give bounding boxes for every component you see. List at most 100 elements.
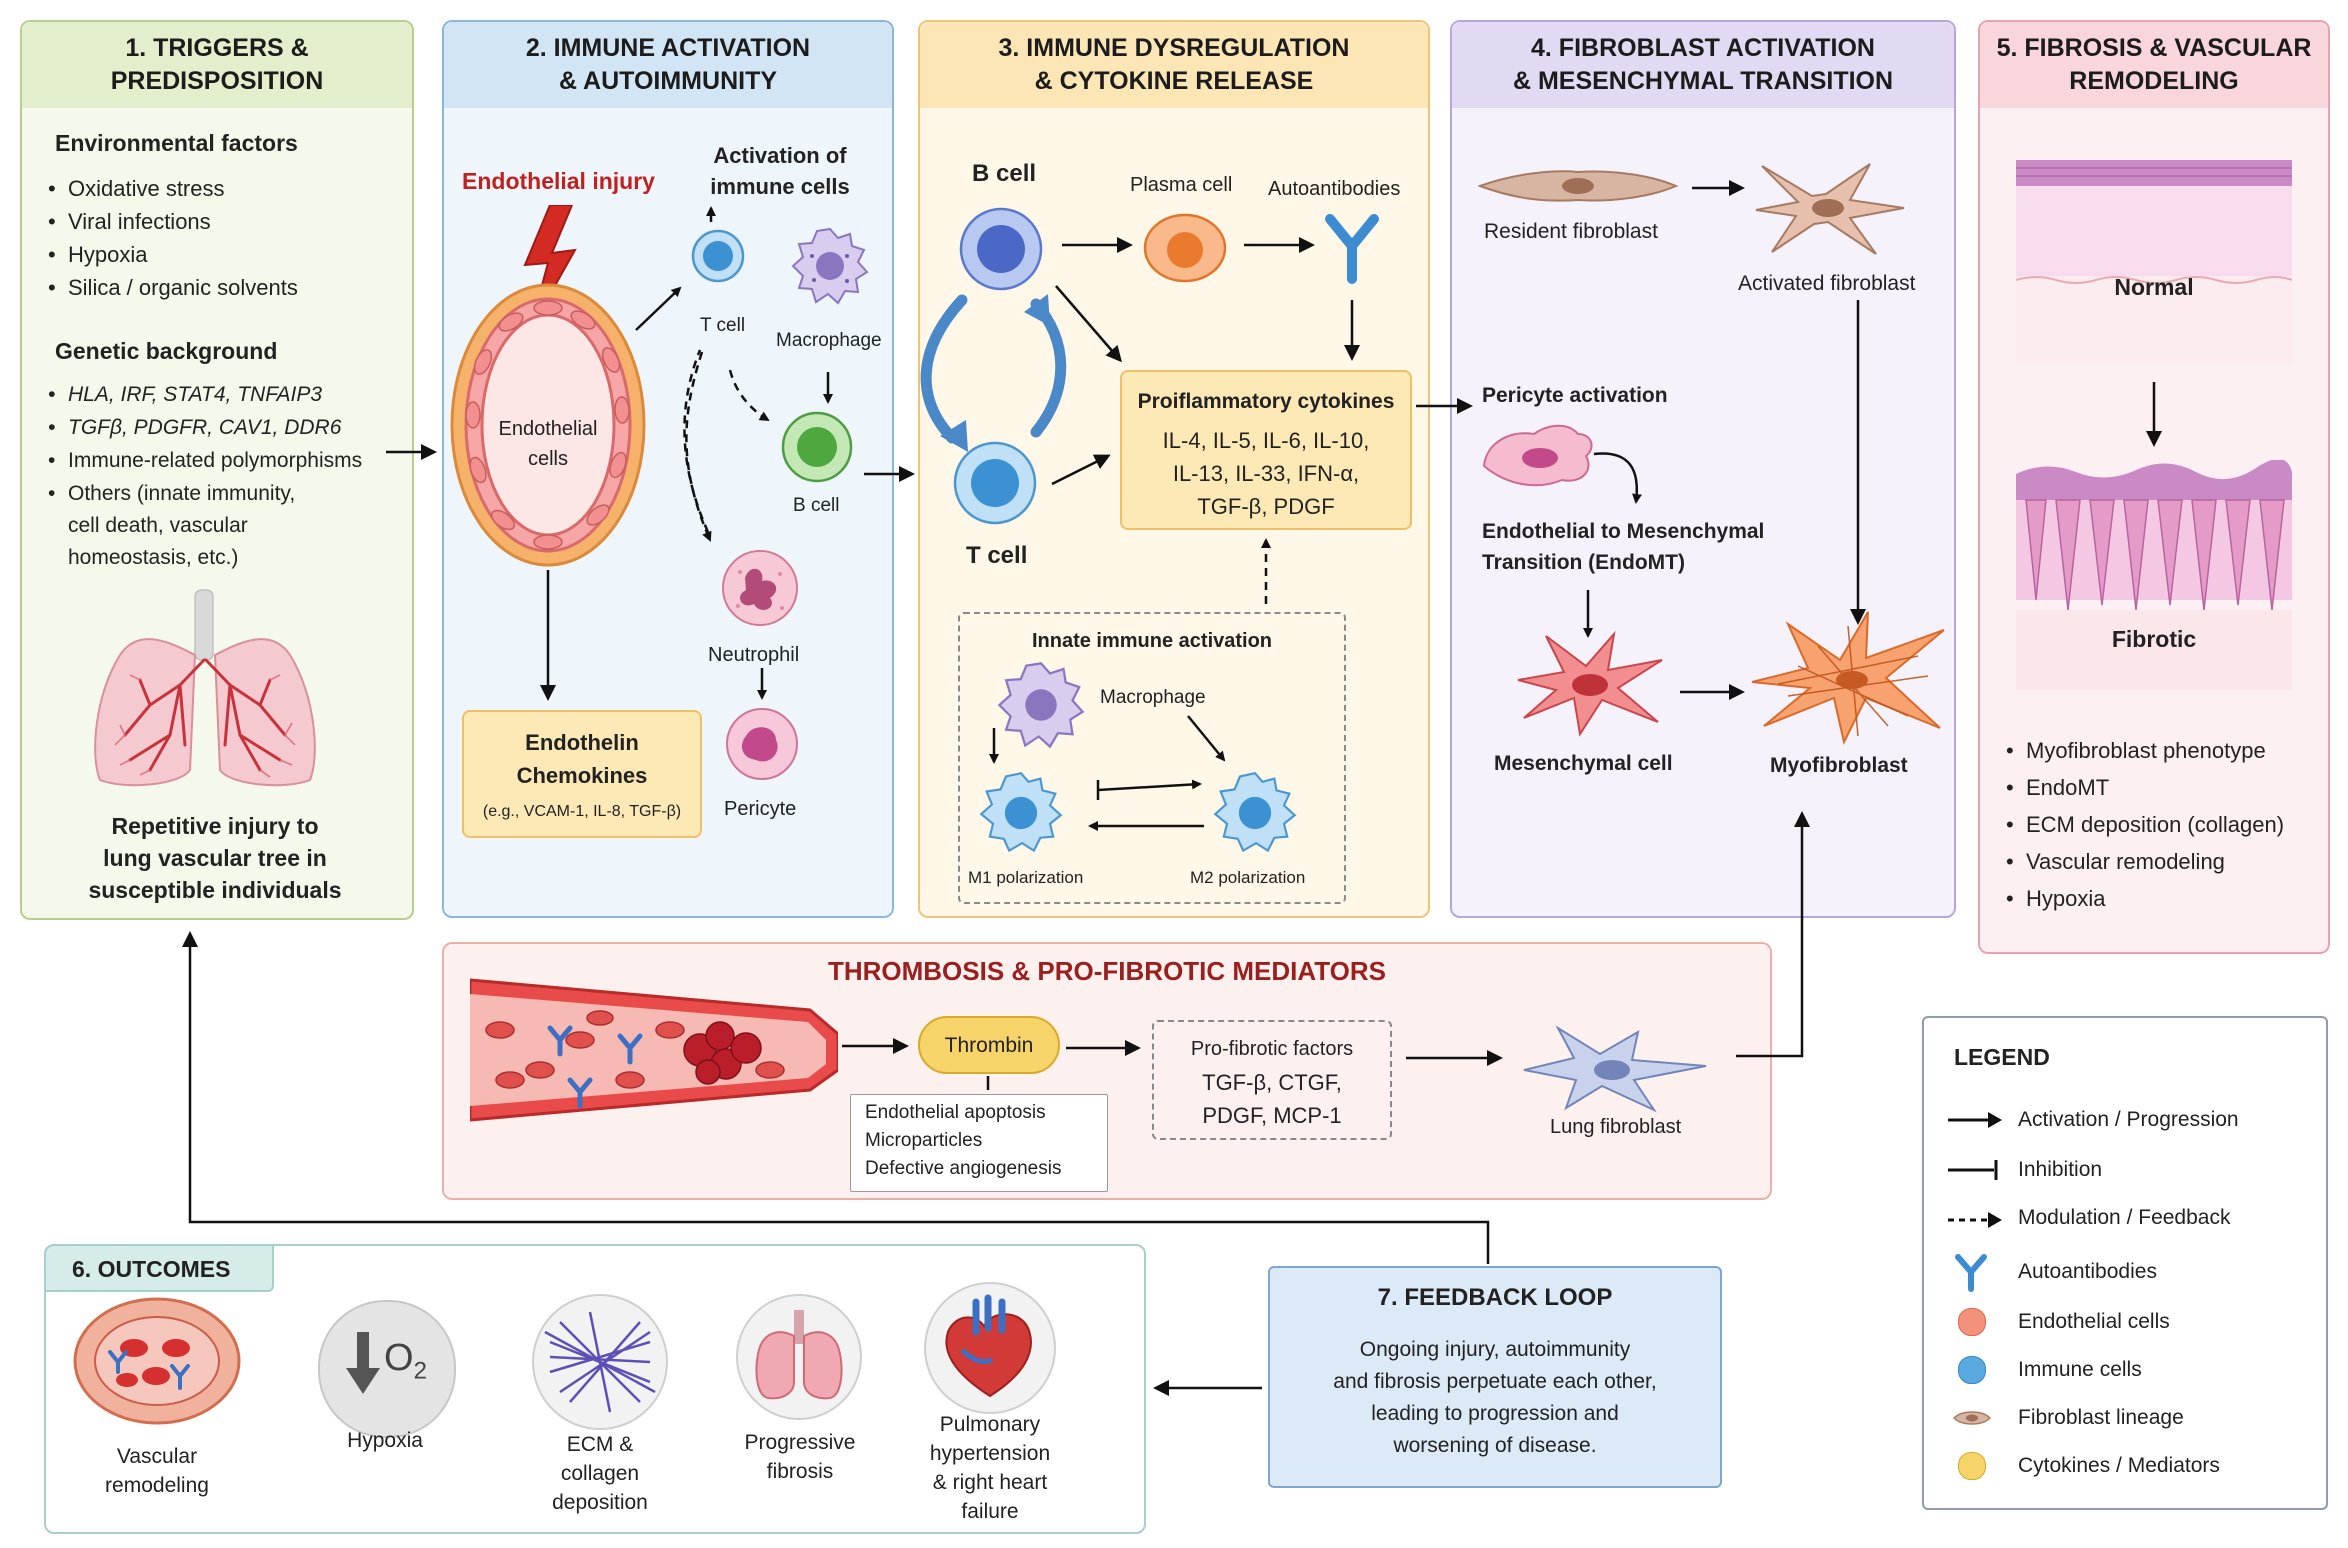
innate-macrophage-label: Macrophage — [1100, 687, 1206, 708]
p3-b-cell-icon — [959, 207, 1043, 291]
m2-label: M2 polarization — [1190, 868, 1306, 887]
macrophage-label: Macrophage — [776, 330, 882, 351]
o2-letter: O — [384, 1337, 414, 1379]
lung-fibroblast-label: Lung fibroblast — [1550, 1116, 1682, 1138]
myofibroblast-icon — [1751, 611, 1945, 745]
legend-label: Cytokines / Mediators — [2018, 1454, 2220, 1477]
heart-icon — [924, 1282, 1056, 1414]
autoantibodies-label: Autoantibodies — [1268, 178, 1401, 200]
vessel-cross-section — [450, 283, 646, 567]
panel-immune-activation-title: 2. IMMUNE ACTIVATION & AUTOIMMUNITY — [444, 22, 892, 108]
plasma-cell-icon — [1143, 213, 1227, 283]
b-cell-icon — [781, 411, 853, 483]
endothelin-title: Endothelin Chemokines — [516, 730, 648, 788]
endomt-label: Endothelial to Mesenchymal Transition (E… — [1482, 520, 1765, 574]
profibrotic-box: Pro-fibrotic factors TGF-β, CTGF, PDGF, … — [1152, 1020, 1392, 1140]
endothelial-cells-label: Endothelial cells — [498, 418, 598, 470]
legend-antibody-icon — [1955, 1254, 1987, 1292]
fibrotic-tissue — [2016, 460, 2292, 690]
innate-title: Innate immune activation — [1031, 630, 1273, 652]
gen-item: TGFβ, PDGFR, CAV1, DDR6 — [46, 411, 362, 444]
thrombin-effects-box: Endothelial apoptosis Microparticles Def… — [850, 1094, 1108, 1192]
lung-fibroblast-icon — [1523, 1025, 1707, 1113]
fibrotic-label: Fibrotic — [2111, 626, 2197, 652]
outcomes-title-tab: 6. OUTCOMES — [44, 1244, 274, 1292]
panel-fibroblast-title: 4. FIBROBLAST ACTIVATION & MESENCHYMAL T… — [1452, 22, 1954, 108]
outcome-label: Progressive fibrosis — [744, 1431, 856, 1483]
innate-box: Innate immune activation — [958, 612, 1346, 904]
pericyte-activation-label: Pericyte activation — [1482, 384, 1668, 407]
panel-feedback — [1268, 1266, 1722, 1488]
env-item: Viral infections — [46, 205, 298, 238]
legend-label: Autoantibodies — [2018, 1260, 2157, 1283]
outcome-label: Pulmonary hypertension & right heart fai… — [929, 1413, 1051, 1523]
legend-cytokine-dot — [1958, 1452, 1986, 1480]
cytokines-title: Proiflammatory cytokines — [1137, 390, 1395, 413]
fibrosis-item: EndoMT — [2004, 769, 2284, 806]
panel1-footer: Repetitive injury to lung vascular tree … — [88, 813, 342, 903]
vessel-thrombus-illustration — [470, 978, 838, 1122]
innate-macrophage-icon — [997, 662, 1085, 749]
panel-fibrosis-title: 5. FIBROSIS & VASCULAR REMODELING — [1980, 22, 2328, 108]
fibrosis-item: Vascular remodeling — [2004, 843, 2284, 880]
legend-dashed-arrow-icon — [1948, 1212, 2002, 1228]
gen-item: Immune-related polymorphisms — [46, 444, 362, 477]
legend-immune-dot — [1958, 1356, 1986, 1384]
feedback-text: Ongoing injury, autoimmunity and fibrosi… — [1333, 1338, 1657, 1457]
p3-t-cell-icon — [953, 441, 1037, 525]
gen-heading: Genetic background — [55, 338, 278, 364]
env-list: Oxidative stress Viral infections Hypoxi… — [46, 172, 298, 304]
legend-fibroblast-icon — [1952, 1411, 1992, 1425]
legend-endothelial-dot — [1958, 1308, 1986, 1336]
legend-label: Modulation / Feedback — [2018, 1206, 2231, 1229]
endothelin-box: Endothelin Chemokines (e.g., VCAM-1, IL-… — [462, 710, 702, 838]
b-cell-label: B cell — [793, 495, 840, 516]
pericyte-icon — [726, 708, 798, 780]
legend-label: Activation / Progression — [2018, 1108, 2239, 1131]
cytokines-list: IL-4, IL-5, IL-6, IL-10, IL-13, IL-33, I… — [1162, 428, 1370, 519]
m1-label: M1 polarization — [968, 868, 1084, 887]
normal-tissue — [2016, 160, 2292, 364]
panel-dysregulation-title: 3. IMMUNE DYSREGULATION & CYTOKINE RELEA… — [920, 22, 1428, 108]
legend-label: Inhibition — [2018, 1158, 2103, 1181]
thrombin-label: Thrombin — [944, 1034, 1034, 1057]
legend-inhibition-icon — [1948, 1160, 1998, 1180]
endothelin-sub: (e.g., VCAM-1, IL-8, TGF-β) — [482, 803, 682, 820]
m1-icon — [979, 772, 1063, 853]
gen-item-cont: homeostasis, etc.) — [68, 546, 239, 569]
o2-icon: O2 — [318, 1300, 456, 1438]
antibody-icon — [1325, 214, 1379, 284]
mesenchymal-cell-icon — [1517, 630, 1663, 737]
gen-item-cont: cell death, vascular — [68, 514, 248, 537]
fibrosis-item: ECM deposition (collagen) — [2004, 806, 2284, 843]
resident-fibroblast-icon — [1478, 170, 1678, 202]
activated-fibroblast-icon — [1755, 163, 1905, 255]
fibrosis-list: Myofibroblast phenotype EndoMT ECM depos… — [2004, 732, 2284, 917]
thrombin-effects: Endothelial apoptosis Microparticles Def… — [865, 1102, 1062, 1179]
env-item: Oxidative stress — [46, 172, 298, 205]
thrombin-pill: Thrombin — [918, 1016, 1060, 1074]
env-item: Silica / organic solvents — [46, 271, 298, 304]
lungs-illustration — [94, 589, 316, 787]
fibrosis-item: Hypoxia — [2004, 880, 2284, 917]
o2-symbol: O2 — [384, 1336, 427, 1394]
profibrotic-title: Pro-fibrotic factors — [1190, 1038, 1354, 1060]
legend-title: LEGEND — [1954, 1044, 2050, 1070]
lungs-icon — [736, 1294, 862, 1420]
activated-pericyte-icon — [1482, 424, 1593, 487]
m2-icon — [1213, 772, 1297, 853]
outcome-label: Hypoxia — [347, 1429, 423, 1452]
neutrophil-label: Neutrophil — [708, 644, 800, 666]
o2-subscript: 2 — [413, 1357, 427, 1385]
legend-label: Fibroblast lineage — [2018, 1406, 2184, 1429]
gen-list: HLA, IRF, STAT4, TNFAIP3 TGFβ, PDGFR, CA… — [46, 378, 362, 510]
legend-arrow-icon — [1948, 1112, 2002, 1128]
vessel-icon — [73, 1297, 241, 1425]
panel-triggers-title: 1. TRIGGERS & PREDISPOSITION — [22, 22, 412, 108]
macrophage-icon — [791, 227, 869, 305]
p3-b-cell-label: B cell — [972, 160, 1037, 187]
activated-fibroblast-label: Activated fibroblast — [1738, 272, 1916, 295]
cytokines-box: Proiflammatory cytokines IL-4, IL-5, IL-… — [1120, 370, 1412, 530]
t-cell-icon — [691, 229, 745, 283]
feedback-title: 7. FEEDBACK LOOP — [1377, 1284, 1613, 1311]
